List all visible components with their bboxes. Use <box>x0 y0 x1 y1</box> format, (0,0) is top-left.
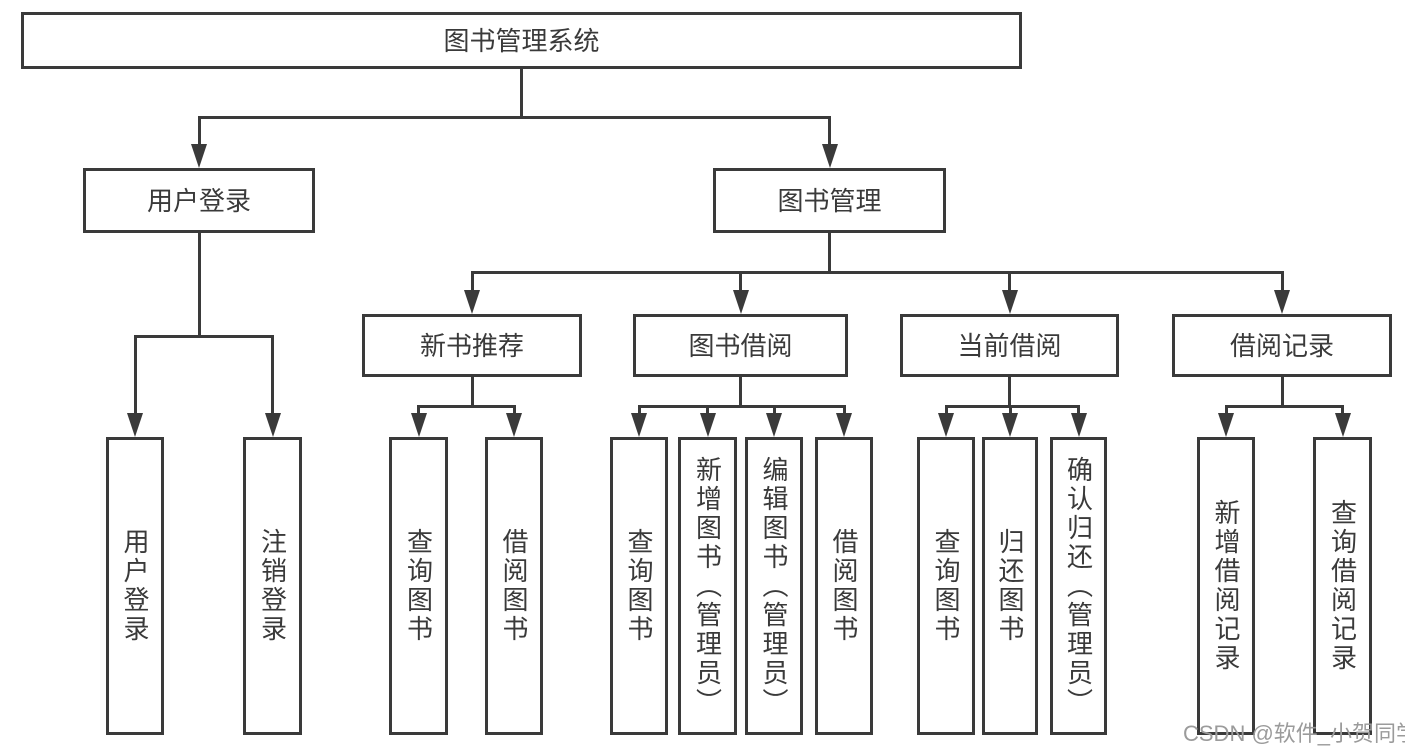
node-label: 查询图书 <box>624 528 654 644</box>
arrow-down-icon <box>732 290 749 314</box>
arrow-down-icon <box>699 413 716 437</box>
connector-line <box>470 375 474 408</box>
node-user-login-group: 用户登录 <box>83 168 315 233</box>
arrow-down-icon <box>264 413 281 437</box>
connector-line <box>637 404 846 408</box>
node-query-book-1: 查询图书 <box>389 437 448 735</box>
node-book-borrow: 图书借阅 <box>633 314 848 377</box>
node-label: 查询图书 <box>931 528 961 644</box>
connector-line <box>828 117 831 154</box>
connector-line <box>470 272 474 300</box>
node-label: 借阅图书 <box>499 528 529 644</box>
connector-line <box>197 115 831 119</box>
connector-line <box>739 272 742 300</box>
arrow-down-icon <box>631 413 647 437</box>
connector-line <box>1280 375 1284 408</box>
node-borrow-book-1: 借阅图书 <box>485 437 543 735</box>
arrow-down-icon <box>127 413 143 437</box>
connector-line <box>1008 375 1011 408</box>
node-root: 图书管理系统 <box>21 12 1022 69</box>
node-current-borrow: 当前借阅 <box>900 314 1119 377</box>
arrow-down-icon <box>836 413 852 437</box>
node-label: 图书管理 <box>777 185 882 216</box>
node-edit-book: 编辑图书（管理员） <box>745 437 803 735</box>
connector-line <box>828 231 831 274</box>
connector-line <box>271 336 274 423</box>
connector-line <box>520 67 523 119</box>
node-label: 编辑图书（管理员） <box>759 455 789 717</box>
connector-line <box>417 404 516 408</box>
connector-line <box>1008 272 1011 300</box>
node-logout: 注销登录 <box>243 437 302 735</box>
node-label: 图书借阅 <box>688 330 793 361</box>
node-label: 新增借阅记录 <box>1211 499 1241 673</box>
node-label: 新书推荐 <box>419 330 524 361</box>
arrow-down-icon <box>191 144 207 168</box>
node-borrow-book-2: 借阅图书 <box>815 437 873 735</box>
arrow-down-icon <box>506 413 522 437</box>
connector-line <box>739 375 742 408</box>
node-query-book-2: 查询图书 <box>610 437 668 735</box>
node-label: 用户登录 <box>120 528 150 644</box>
connector-line <box>133 334 274 338</box>
arrow-down-icon <box>938 413 954 437</box>
arrow-down-icon <box>1274 290 1290 314</box>
arrow-down-icon <box>1334 413 1351 437</box>
node-label: 归还图书 <box>995 528 1025 644</box>
node-confirm-return: 确认归还（管理员） <box>1050 437 1107 735</box>
node-label: 新增图书（管理员） <box>692 455 723 717</box>
arrow-down-icon <box>766 413 782 437</box>
node-add-borrow-record: 新增借阅记录 <box>1197 437 1255 735</box>
connector-line <box>944 404 1080 408</box>
node-label: 借阅记录 <box>1229 330 1334 361</box>
connector-line <box>1280 272 1284 300</box>
watermark: CSDN @软件_小贺同学 <box>1183 721 1405 746</box>
node-borrow-records: 借阅记录 <box>1172 314 1392 377</box>
connector-line <box>1224 404 1344 408</box>
node-label: 确认归还（管理员） <box>1063 455 1094 717</box>
node-book-management: 图书管理 <box>713 168 946 233</box>
node-label: 借阅图书 <box>829 528 859 644</box>
connector-line <box>197 231 201 338</box>
node-new-book-recommend: 新书推荐 <box>362 314 582 377</box>
node-label: 注销登录 <box>257 528 288 644</box>
node-label: 当前借阅 <box>957 330 1062 361</box>
arrow-down-icon <box>1002 413 1018 437</box>
node-label: 用户登录 <box>146 185 251 216</box>
connector-line <box>470 270 1284 274</box>
node-label: 查询图书 <box>403 528 434 644</box>
node-label: 图书管理系统 <box>443 25 600 56</box>
node-label: 查询借阅记录 <box>1327 499 1358 673</box>
node-add-book: 新增图书（管理员） <box>678 437 737 735</box>
arrow-down-icon <box>1001 290 1018 314</box>
arrow-down-icon <box>464 290 480 314</box>
arrow-down-icon <box>821 144 838 168</box>
connector-line <box>197 117 201 154</box>
arrow-down-icon <box>1218 413 1234 437</box>
node-query-book-3: 查询图书 <box>917 437 975 735</box>
node-user-login: 用户登录 <box>106 437 164 735</box>
arrow-down-icon <box>410 413 427 437</box>
node-query-borrow-record: 查询借阅记录 <box>1313 437 1372 735</box>
arrow-down-icon <box>1070 413 1087 437</box>
connector-line <box>133 336 137 423</box>
node-return-book: 归还图书 <box>982 437 1038 735</box>
